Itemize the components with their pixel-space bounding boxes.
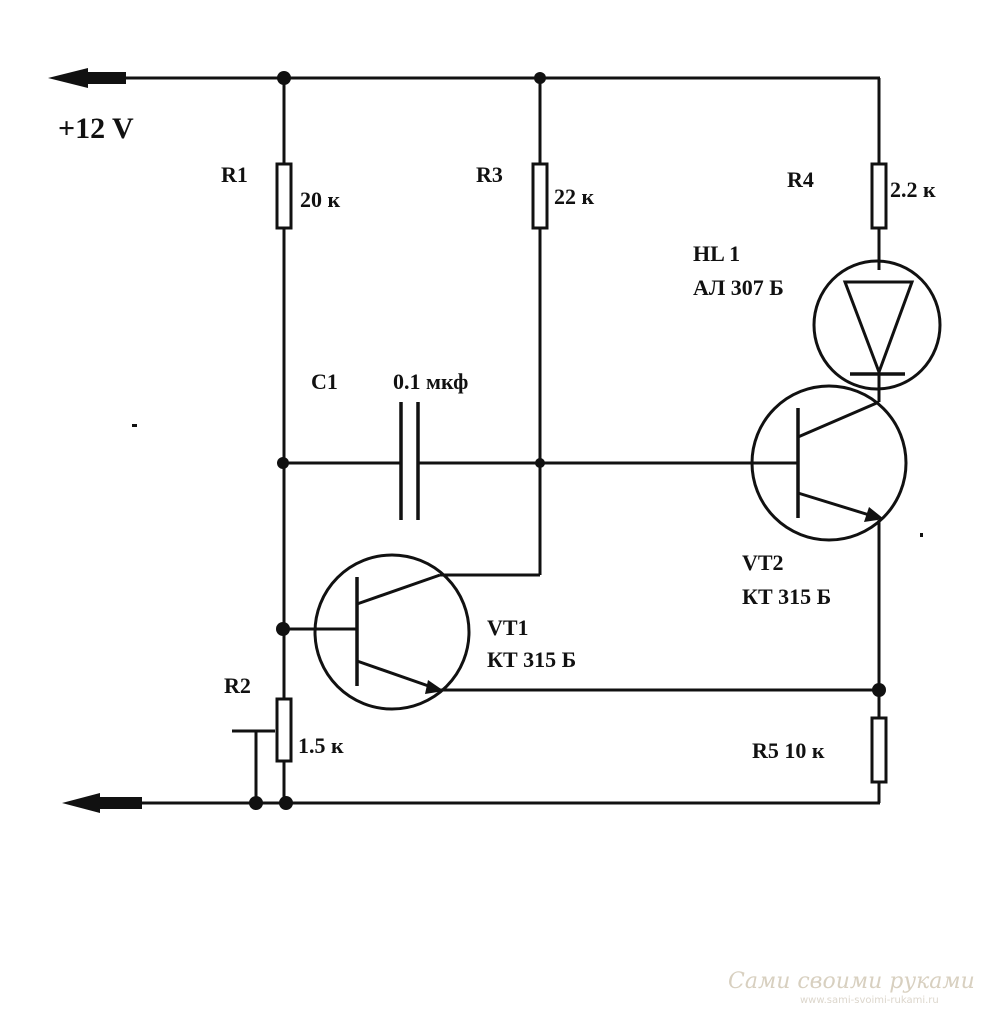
vt1-ref-label: VT1 (487, 615, 529, 640)
watermark-title: Сами своими руками (728, 969, 975, 994)
vt1-part-label: КТ 315 Б (487, 647, 576, 672)
c1-capacitor (283, 402, 540, 520)
hl1-led (812, 259, 942, 402)
r2-ref-label: R2 (224, 673, 251, 698)
stray-dot-right (920, 533, 923, 537)
r1-ref-label: R1 (221, 162, 248, 187)
r2-value-label: 1.5 к (298, 733, 344, 758)
r3-value-label: 22 к (554, 184, 595, 209)
hl1-part-label: АЛ 307 Б (693, 275, 784, 300)
r5-resistor (870, 716, 888, 784)
hl1-ref-label: HL 1 (693, 241, 740, 266)
r4-ref-label: R4 (787, 167, 814, 192)
r2-potentiometer (232, 697, 293, 803)
r3-resistor (531, 162, 549, 230)
watermark-url: www.sami-svoimi-rukami.ru (800, 995, 939, 1006)
vt2-part-label: КТ 315 Б (742, 584, 831, 609)
r3-branch-wires (440, 78, 542, 577)
vt1-transistor (313, 553, 471, 711)
supply-voltage-label: +12 V (58, 112, 134, 145)
c1-ref-label: C1 (311, 369, 338, 394)
ground-rail (62, 793, 880, 813)
c1-value-label: 0.1 мкф (393, 369, 468, 394)
positive-rail (48, 68, 880, 88)
vt2-ref-label: VT2 (742, 550, 784, 575)
r4-resistor (870, 162, 888, 230)
r5-label: R5 10 к (752, 738, 825, 763)
vt2-transistor (750, 384, 908, 542)
r1-resistor (275, 162, 293, 230)
stray-dot-left (132, 424, 137, 427)
r4-value-label: 2.2 к (890, 177, 936, 202)
r3-ref-label: R3 (476, 162, 503, 187)
r1-value-label: 20 к (300, 187, 341, 212)
